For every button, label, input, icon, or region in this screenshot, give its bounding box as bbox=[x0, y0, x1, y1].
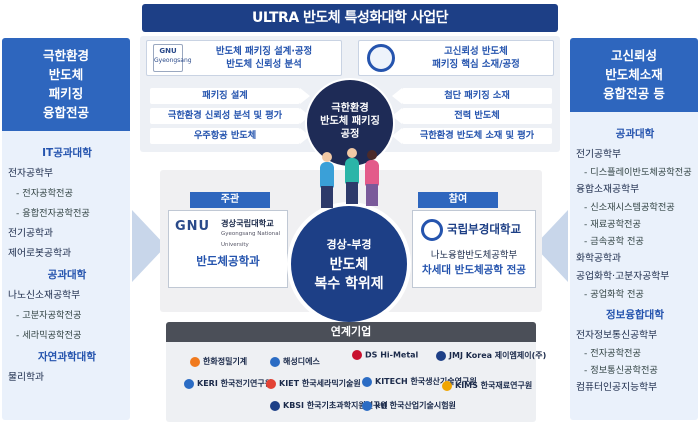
gnu-box: GNU 경상국립대학교 Gyeongsang National Universi… bbox=[168, 210, 288, 288]
company-logo: 한화정밀기계 bbox=[190, 356, 247, 367]
company-mark-icon bbox=[184, 378, 194, 389]
company-name: KBSI 한국기초과학지원연구원 bbox=[283, 401, 388, 410]
college-name: IT공과대학 bbox=[42, 147, 92, 159]
college-name: 공과대학 bbox=[47, 269, 87, 281]
pknu-box: 국립부경대학교 나노융합반도체공학부 차세대 반도체공학 전공 bbox=[412, 210, 536, 288]
track-item: - 전자공학전공 bbox=[16, 188, 73, 199]
track-item: - 세라믹공학전공 bbox=[16, 330, 82, 341]
department-item: 컴퓨터인공지능학부 bbox=[576, 382, 658, 393]
company-mark-icon bbox=[436, 350, 446, 361]
college-name: 자연과학대학 bbox=[38, 351, 96, 363]
left-panel-heading: 극한환경 반도체 패키징 융합전공 bbox=[2, 38, 130, 131]
company-logo: KBSI 한국기초과학지원연구원 bbox=[270, 400, 388, 411]
pknu-card-text: 고신뢰성 반도체 패키징 핵심 소재/공정 bbox=[432, 46, 520, 70]
department-item: 전기공학과 bbox=[8, 228, 54, 239]
company-logo: ktl 한국산업기술시험원 bbox=[362, 400, 456, 411]
track-item: - 공업화학 전공 bbox=[584, 289, 644, 300]
department-item: 융합소재공학부 bbox=[576, 184, 640, 195]
company-name: 해성디에스 bbox=[283, 357, 320, 366]
track-item: - 금속공학 전공 bbox=[584, 236, 644, 247]
gnu-card-text: 반도체 패키징 설계·공정 반도체 신뢰성 분석 bbox=[215, 46, 313, 70]
company-mark-icon bbox=[270, 400, 280, 411]
company-mark-icon bbox=[266, 378, 276, 389]
department-item: 나노신소재공학부 bbox=[8, 290, 81, 301]
track-item: - 정보통신공학전공 bbox=[584, 365, 658, 376]
pknu-dept: 나노융합반도체공학부 bbox=[430, 250, 518, 261]
partner-companies: 연계기업 한화정밀기계 해성디에스 DS Hi-Metal JMJ Korea 제이엠… bbox=[166, 322, 546, 422]
partner-companies-heading: 연계기업 bbox=[166, 322, 536, 342]
core-right-item: 첨단 패키징 소재 bbox=[402, 88, 552, 104]
arrow-right-icon bbox=[300, 108, 310, 124]
degree-section: 주관 참여 GNU 경상국립대학교 Gyeongsang National Un… bbox=[160, 170, 542, 326]
company-mark-icon bbox=[362, 400, 372, 411]
department-item: 전자정보통신공학부 bbox=[576, 330, 658, 341]
dual-degree-circle: 경상-부경 반도체 복수 학위제 bbox=[287, 202, 411, 326]
core-right-item: 극한환경 반도체 소재 및 평가 bbox=[402, 128, 552, 144]
department-item: 물리학과 bbox=[8, 372, 45, 383]
pknu-name: 국립부경대학교 bbox=[447, 222, 522, 236]
pknu-emblem-icon bbox=[367, 44, 395, 72]
company-name: JMJ Korea 제이엠제이(주) bbox=[449, 351, 547, 360]
arrow-left-icon bbox=[392, 128, 402, 144]
pknu-emblem-icon bbox=[421, 219, 443, 241]
company-name: DS Hi-Metal bbox=[365, 350, 419, 360]
company-logo: DS Hi-Metal bbox=[352, 350, 418, 360]
company-logo: KITECH 한국생산기술연구원 bbox=[362, 376, 477, 387]
gnu-card: GNU Gyeongsang 반도체 패키징 설계·공정 반도체 신뢰성 분석 bbox=[146, 40, 342, 76]
company-name: ktl 한국산업기술시험원 bbox=[375, 401, 456, 410]
company-logo: 해성디에스 bbox=[270, 356, 320, 367]
company-mark-icon bbox=[270, 356, 280, 367]
company-name: KERI 한국전기연구원 bbox=[197, 379, 273, 388]
company-logo: KERI 한국전기연구원 bbox=[184, 378, 272, 389]
pknu-major: 차세대 반도체공학 전공 bbox=[422, 264, 526, 276]
page-title: ULTRA 반도체 특성화대학 사업단 bbox=[142, 4, 558, 32]
company-mark-icon bbox=[362, 376, 372, 387]
gnu-logo: GNU Gyeongsang bbox=[153, 44, 192, 72]
gnu-name-en: Gyeongsang National University bbox=[221, 231, 281, 248]
right-panel-heading: 고신뢰성 반도체소재 융합전공 등 bbox=[570, 38, 698, 112]
host-tag: 주관 bbox=[190, 192, 270, 208]
arrow-right-icon bbox=[300, 88, 310, 104]
track-item: - 디스플레이반도체공학전공 bbox=[584, 167, 692, 178]
track-item: - 고분자공학전공 bbox=[16, 310, 82, 321]
department-item: 전자공학부 bbox=[8, 168, 54, 179]
gnu-name: 경상국립대학교 bbox=[221, 218, 274, 228]
gnu-dept: 반도체공학과 bbox=[196, 254, 260, 268]
core-section: GNU Gyeongsang 반도체 패키징 설계·공정 반도체 신뢰성 분석 … bbox=[140, 36, 560, 166]
college-name: 정보융합대학 bbox=[606, 309, 664, 321]
company-mark-icon bbox=[190, 356, 200, 367]
arrow-left-icon bbox=[392, 88, 402, 104]
company-logo: JMJ Korea 제이엠제이(주) bbox=[436, 350, 546, 361]
track-item: - 융합전자공학전공 bbox=[16, 208, 90, 219]
company-name: KIET 한국세라믹기술원 bbox=[279, 379, 361, 388]
department-item: 제어로봇공학과 bbox=[8, 248, 72, 259]
track-item: - 전자공학전공 bbox=[584, 348, 641, 359]
company-name: KIMS 한국재료연구원 bbox=[455, 381, 533, 390]
core-left-item: 우주항공 반도체 bbox=[150, 128, 300, 144]
arrow-right-icon bbox=[300, 128, 310, 144]
department-item: 전기공학부 bbox=[576, 149, 622, 160]
participant-tag: 참여 bbox=[418, 192, 498, 208]
pknu-card: 고신뢰성 반도체 패키징 핵심 소재/공정 bbox=[358, 40, 554, 76]
company-name: 한화정밀기계 bbox=[203, 357, 248, 366]
core-right-item: 전력 반도체 bbox=[402, 108, 552, 124]
company-mark-icon bbox=[352, 350, 362, 360]
track-item: - 신소재시스템공학전공 bbox=[584, 202, 675, 213]
track-item: - 재료공학전공 bbox=[584, 219, 641, 230]
company-logo: KIMS 한국재료연구원 bbox=[442, 380, 532, 391]
arrow-left-icon bbox=[392, 108, 402, 124]
gnu-wordmark: GNU bbox=[175, 219, 211, 234]
core-left-item: 패키징 설계 bbox=[150, 88, 300, 104]
department-item: 화학공학과 bbox=[576, 253, 622, 264]
college-name: 공과대학 bbox=[615, 128, 655, 140]
company-mark-icon bbox=[442, 380, 452, 391]
department-item: 공업화학·고분자공학부 bbox=[576, 271, 670, 282]
company-name: KITECH 한국생산기술연구원 bbox=[375, 377, 477, 386]
core-left-item: 극한환경 신뢰성 분석 및 평가 bbox=[150, 108, 300, 124]
company-logo: KIET 한국세라믹기술원 bbox=[266, 378, 361, 389]
